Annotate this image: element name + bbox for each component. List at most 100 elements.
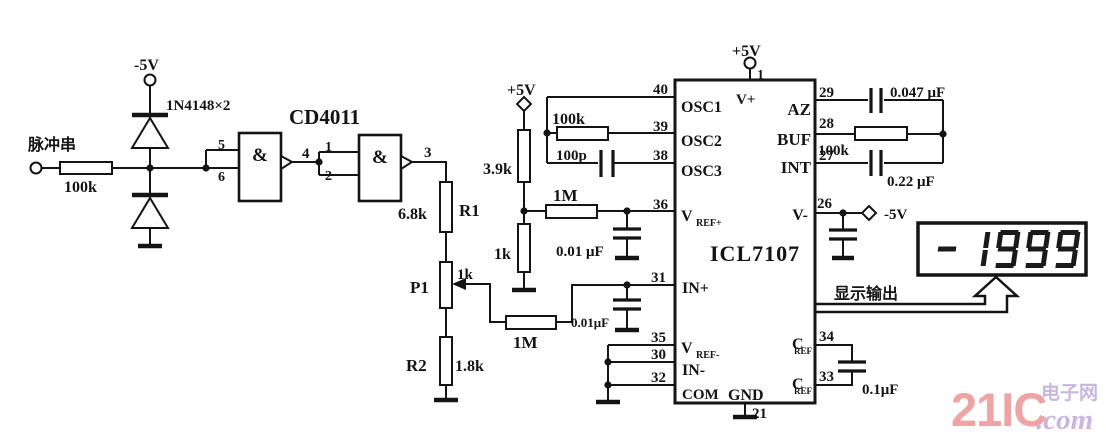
- buf-r-label: 100k: [818, 143, 850, 159]
- terminals: [29, 56, 878, 222]
- pin-number-31: 31: [651, 270, 666, 286]
- p1-value: 1k: [457, 267, 474, 283]
- r-1m-ref-label: 1M: [553, 186, 578, 205]
- right-neg5v-label: -5V: [884, 207, 907, 223]
- component-labels: 脉冲串 100k -5V 1N4148×2 CD4011 5 6 4 1 2 3…: [27, 57, 945, 398]
- pin-label-vrefm: V: [681, 340, 693, 357]
- resistor-100k-osc: [556, 126, 609, 141]
- pin-label-com: COM: [682, 387, 719, 403]
- gate1-pin4: 4: [302, 146, 310, 162]
- watermark: 21IC 电子网 .com: [951, 381, 1098, 436]
- chip-pin1-number: 1: [757, 68, 764, 83]
- pin-label-vrefm-sub: REF-: [696, 350, 719, 361]
- reference-net-wire: [523, 110, 675, 290]
- pin-label-osc3: OSC3: [681, 163, 722, 180]
- display-bus-arrow: [815, 275, 1021, 314]
- r2-value: 1.8k: [455, 358, 484, 375]
- pin-label-cref2: C: [792, 376, 804, 393]
- neg5v-label: -5V: [134, 57, 159, 74]
- cref-cap-label: 0.1μF: [862, 382, 898, 398]
- pin-label-az: AZ: [787, 100, 811, 119]
- pin-label-cref2-sub: REF: [794, 386, 813, 396]
- osc-plus5v-terminal: [515, 95, 533, 113]
- gate1-pin5: 5: [218, 138, 225, 153]
- junction-dots: [146, 129, 947, 389]
- p1-ref: P1: [410, 278, 429, 297]
- pin-label-buf: BUF: [777, 130, 811, 149]
- chip-name: ICL7107: [710, 241, 800, 266]
- diode-top: [130, 112, 170, 149]
- chip-left-labels: OSC1 OSC2 OSC3 V REF+ IN+ V REF- IN- COM: [681, 99, 722, 403]
- gate2-symbol: &: [372, 147, 388, 168]
- r1-value: 6.8k: [398, 206, 427, 223]
- nand-gate-2: &: [357, 133, 414, 203]
- icl7107-chip-body: [673, 78, 817, 405]
- gate1-output-bubble: [280, 154, 294, 171]
- pulse-input-terminal: [29, 161, 43, 175]
- pin-number-27: 27: [819, 148, 835, 164]
- diodes-label: 1N4148×2: [166, 98, 230, 114]
- potentiometer-p1: [439, 261, 466, 309]
- pin-number-28: 28: [819, 116, 834, 132]
- input-resistor-100k: [59, 161, 113, 175]
- display-value: [937, 230, 1081, 268]
- gate2-out-wire: [412, 161, 447, 182]
- resistors: [59, 126, 908, 386]
- pin-number-30: 30: [651, 347, 666, 363]
- wiper-to-1m-wire: [464, 283, 675, 323]
- watermark-site: 电子网: [1041, 381, 1098, 404]
- r-1k-label: 1k: [494, 246, 511, 263]
- cap-ref-001uf: [613, 227, 641, 240]
- display-output-label: 显示输出: [834, 284, 898, 303]
- pin-number-38: 38: [653, 148, 668, 164]
- nand-gate-1: &: [237, 131, 294, 203]
- chip-gnd-label: GND: [728, 387, 764, 404]
- pin-label-cref1-sub: REF: [794, 346, 813, 356]
- chip-vplus-supply: +5V: [732, 43, 761, 60]
- pin-label-osc1: OSC1: [681, 99, 722, 116]
- gate2-pin2: 2: [325, 169, 332, 184]
- gate2-pin3: 3: [424, 145, 432, 161]
- pin-label-osc2: OSC2: [681, 133, 722, 150]
- pin-label-inm: IN-: [682, 362, 705, 379]
- r-3k9-label: 3.9k: [483, 161, 512, 178]
- resistor-r1: [439, 181, 453, 233]
- capacitors: [599, 88, 883, 373]
- pin-number-39: 39: [653, 119, 668, 135]
- int-cap-label: 0.22 μF: [887, 174, 935, 190]
- c-ref-filter-label: 0.01 μF: [556, 244, 604, 260]
- neg5v-terminal: [143, 73, 157, 87]
- cap-cref-01uf: [838, 360, 866, 373]
- pin-label-vrefp-sub: REF+: [696, 218, 722, 229]
- watermark-tld: .com: [1036, 404, 1093, 436]
- resistor-r2: [439, 336, 453, 386]
- seven-segment-display: [916, 221, 1088, 277]
- osc-r-label: 100k: [552, 111, 585, 128]
- osc-plus5v-label: +5V: [507, 82, 536, 99]
- pin-number-26: 26: [817, 196, 833, 212]
- resistor-100k-buf: [854, 126, 908, 141]
- resistor-1m-in: [505, 315, 557, 330]
- resistor-1k: [517, 223, 531, 273]
- pin-number-33: 33: [819, 369, 834, 385]
- chip-right-pin-numbers: 29 28 27 26 34 33: [817, 85, 835, 385]
- gate2-pin1: 1: [325, 140, 332, 155]
- pin-label-vminus: V-: [792, 207, 808, 224]
- pin-label-int: INT: [781, 158, 812, 177]
- cap-vminus: [829, 228, 857, 241]
- gate1-symbol: &: [252, 145, 268, 166]
- chip-left-pin-numbers: 40 39 38 36 31 35 30 32: [651, 82, 669, 386]
- pin-number-29: 29: [819, 85, 834, 101]
- diode-bottom: [130, 192, 170, 229]
- input-net-wire: [41, 149, 239, 169]
- r1-ref: R1: [459, 201, 480, 220]
- pin-label-vrefp: V: [681, 208, 693, 225]
- pin-label-inp: IN+: [682, 280, 709, 297]
- clamp-diodes: [130, 112, 170, 229]
- osc-c-label: 100p: [556, 148, 587, 164]
- gate2-output-bubble: [400, 154, 414, 171]
- chip-vplus-label: V+: [736, 92, 755, 108]
- pin-number-36: 36: [653, 197, 669, 213]
- pin-number-32: 32: [651, 370, 666, 386]
